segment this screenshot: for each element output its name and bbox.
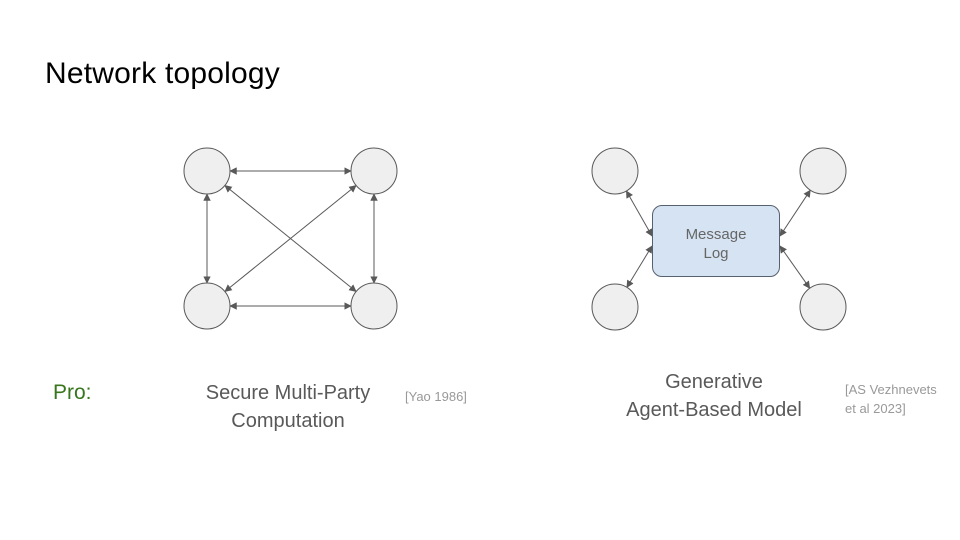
message-log-box: Message Log (652, 205, 780, 277)
left-diagram-citation: [Yao 1986] (405, 389, 467, 404)
pro-label: Pro: (53, 381, 92, 404)
right-node-top-right (799, 147, 847, 195)
left-node-top-left (183, 147, 231, 195)
right-diagram-citation: [AS Vezhnevets et al 2023] (845, 380, 937, 418)
right-spoke-bottom-left-arrow (626, 245, 653, 288)
right-node-bottom-left (591, 283, 639, 331)
left-diagram-label: Secure Multi-Party Computation (173, 379, 403, 435)
right-spoke-top-left-arrow (625, 190, 653, 237)
slide-title: Network topology (45, 57, 280, 90)
message-log-label-line2: Log (703, 244, 729, 262)
left-node-bottom-right (350, 282, 398, 330)
right-diagram-label-line1: Generative (665, 371, 763, 393)
right-diagram-citation-line1: [AS Vezhnevets (845, 382, 937, 397)
right-diagram-citation-line2: et al 2023] (845, 401, 906, 416)
right-diagram-hub-and-spoke (591, 147, 847, 331)
right-diagram-label-line2: Agent-Based Model (626, 399, 802, 421)
right-spoke-top-right-arrow (779, 189, 811, 237)
left-diagram-label-line1: Secure Multi-Party (205, 382, 371, 404)
left-edge-diagonal-bl-tr-arrow (224, 185, 357, 292)
right-node-top-left (591, 147, 639, 195)
right-spoke-bottom-right-arrow (779, 245, 811, 289)
left-diagram-fully-connected (183, 147, 398, 330)
right-node-bottom-right (799, 283, 847, 331)
right-diagram-label: Generative Agent-Based Model (599, 368, 829, 424)
left-node-top-right (350, 147, 398, 195)
left-diagram-label-line2: Computation (231, 410, 345, 432)
message-log-label-line1: Message (685, 225, 747, 243)
left-node-bottom-left (183, 282, 231, 330)
